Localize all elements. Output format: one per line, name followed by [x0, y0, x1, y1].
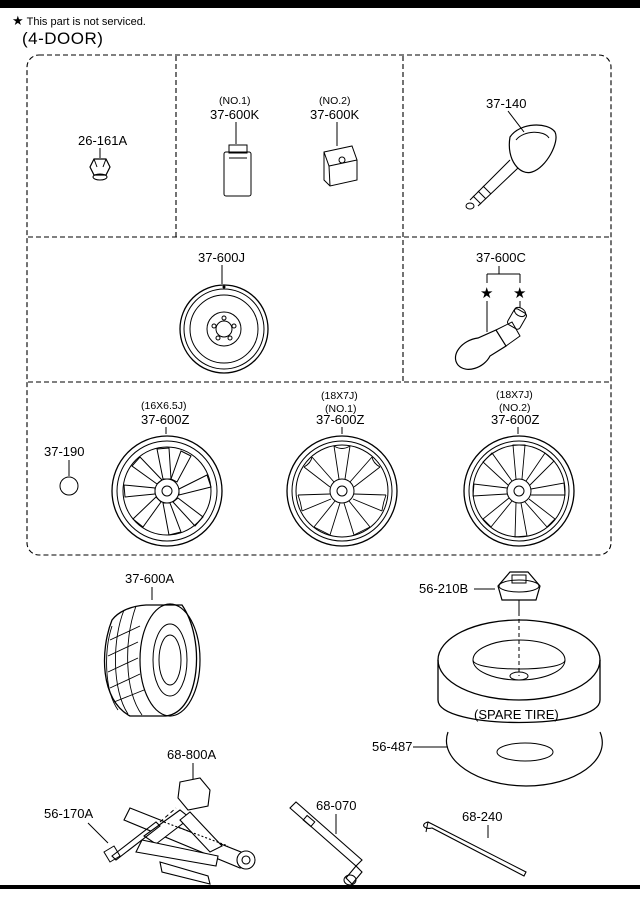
part-label-37-600C: 37-600C: [476, 250, 526, 265]
part-sublabel-37-600K-no2: (NO.2): [319, 95, 351, 107]
top-border-bar: [0, 0, 640, 8]
part-label-37-600K-no2: 37-600K: [310, 107, 359, 122]
part-56-170A[interactable]: 56-170A: [44, 806, 177, 863]
star-icon: ★: [513, 285, 526, 302]
alloy-wheel-icon: [286, 435, 398, 547]
part-label-37-140: 37-140: [486, 96, 526, 111]
part-sublabel-37-600Z-18x7j-no2-num: (NO.2): [499, 402, 531, 414]
part-label-37-600K-no1: 37-600K: [210, 107, 259, 122]
star-icon: ★: [480, 285, 493, 302]
part-sublabel-37-600Z-18x7j-no1-num: (NO.1): [325, 403, 357, 415]
part-37-600Z-16x6.5j[interactable]: (16X6.5J) 37-600Z: [111, 400, 223, 547]
bottom-border-bar: [0, 885, 640, 889]
center-cap-icon: [59, 476, 79, 496]
part-37-600K-no2[interactable]: (NO.2) 37-600K: [310, 95, 359, 187]
part-label-37-600J: 37-600J: [198, 250, 245, 265]
part-label-68-240: 68-240: [462, 809, 502, 824]
part-label-56-210B: 56-210B: [419, 581, 468, 596]
part-sublabel-37-600Z-16x6.5j: (16X6.5J): [141, 400, 187, 412]
part-label-68-800A: 68-800A: [167, 747, 216, 762]
spare-tire-pad-icon: [445, 731, 603, 787]
part-37-600C[interactable]: 37-600C ★ ★: [454, 250, 527, 370]
variant-title: (4-DOOR): [22, 29, 104, 48]
tire-icon: [103, 603, 201, 717]
part-37-190[interactable]: 37-190: [44, 444, 84, 496]
part-68-070[interactable]: 68-070: [289, 798, 363, 886]
spare-tire-icon: [437, 619, 601, 724]
part-37-600Z-18x7j-no1[interactable]: (18X7J) (NO.1) 37-600Z: [286, 390, 398, 547]
part-label-37-190: 37-190: [44, 444, 84, 459]
part-37-600Z-18x7j-no2[interactable]: (18X7J) (NO.2) 37-600Z: [463, 389, 575, 547]
part-68-240[interactable]: 68-240: [423, 809, 527, 877]
not-serviced-note: ★This part is not serviced.: [12, 13, 146, 29]
part-37-600K-no1[interactable]: (NO.1) 37-600K: [210, 95, 259, 197]
part-37-600A[interactable]: 37-600A: [103, 571, 201, 717]
part-sublabel-37-600Z-18x7j-no2-size: (18X7J): [496, 389, 533, 401]
dashed-group-frame: [26, 54, 612, 556]
part-26-161A[interactable]: 26-161A: [78, 133, 127, 181]
bolt-icon: [103, 821, 161, 863]
part-sublabel-37-600K-no1: (NO.1): [219, 95, 251, 107]
part-label-37-600Z-16x6.5j: 37-600Z: [141, 412, 189, 427]
bracket-clip-icon: [323, 145, 358, 187]
part-68-800A[interactable]: 68-800A: [123, 747, 256, 885]
part-56-487[interactable]: 56-487: [372, 731, 603, 787]
part-label-37-600Z-18x7j-no2: 37-600Z: [491, 412, 539, 427]
lug-nut-icon: [89, 158, 111, 181]
part-label-37-600A: 37-600A: [125, 571, 174, 586]
alloy-wheel-icon: [463, 435, 575, 547]
part-label-68-070: 68-070: [316, 798, 356, 813]
part-label-56-170A: 56-170A: [44, 806, 93, 821]
note-text: This part is not serviced.: [26, 16, 146, 28]
alloy-wheel-icon: [111, 435, 223, 547]
valve-stem-icon: [454, 306, 527, 370]
tpms-sensor-icon: [465, 124, 557, 210]
jack-handle-icon: [423, 821, 527, 877]
part-label-37-600Z-18x7j-no1: 37-600Z: [316, 412, 364, 427]
part-37-140[interactable]: 37-140: [465, 96, 557, 210]
spare-tire-assembly: (SPARE TIRE): [437, 619, 601, 724]
spare-tire-label: (SPARE TIRE): [474, 707, 559, 722]
part-label-56-487: 56-487: [372, 739, 412, 754]
lug-wrench-icon: [289, 801, 363, 886]
part-37-600J[interactable]: 37-600J: [179, 250, 269, 374]
sensor-pad-icon: [223, 144, 252, 197]
spare-wheel-icon: [179, 284, 269, 374]
part-label-26-161A: 26-161A: [78, 133, 127, 148]
part-sublabel-37-600Z-18x7j-no1-size: (18X7J): [321, 390, 358, 402]
wing-bolt-icon: [497, 571, 541, 612]
star-icon: ★: [12, 13, 24, 28]
part-56-210B[interactable]: 56-210B: [419, 571, 541, 676]
scissor-jack-icon: [123, 777, 256, 885]
